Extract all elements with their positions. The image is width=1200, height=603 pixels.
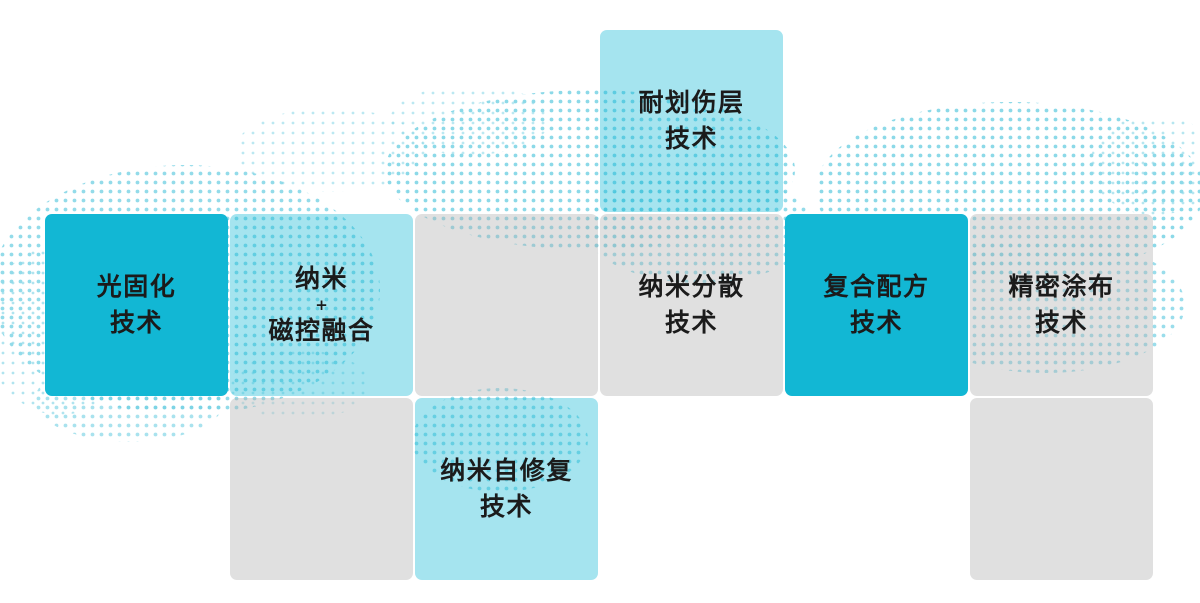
tile-label-line: 精密涂布	[1008, 271, 1115, 301]
tile-blank-bottom-right	[970, 398, 1153, 580]
tile-label-line: 纳米	[294, 263, 348, 293]
tile-blank-bottom-left	[230, 398, 413, 580]
tile-blank-middle	[415, 214, 598, 396]
tile-label-line: 纳米自修复	[440, 455, 573, 485]
tile-nano-dispersion: 纳米分散技术	[600, 214, 783, 396]
tile-nano-magnetron-fusion: 纳米 + 磁控融合	[230, 214, 413, 396]
tile-label-line: 耐划伤层	[638, 87, 745, 117]
tile-label-line: 技术	[849, 308, 903, 337]
tile-label-line: 光固化	[96, 271, 177, 301]
tile-label-line: 磁控融合	[268, 316, 375, 346]
tile-label-line: 复合配方	[823, 271, 930, 301]
tile-label-line: 技术	[1034, 308, 1088, 337]
tile-label-line: 技术	[664, 308, 718, 337]
tile-uv-curing: 光固化技术	[45, 214, 228, 396]
tile-label-line: 纳米分散	[638, 271, 745, 301]
tile-label-line: 技术	[664, 124, 718, 153]
tile-label-line: 技术	[479, 492, 533, 521]
tile-precision-coating: 精密涂布技术	[970, 214, 1153, 396]
tile-nano-self-repair: 纳米自修复技术	[415, 398, 598, 580]
tile-label-line: +	[315, 295, 328, 314]
tile-scratch-resistant-layer: 耐划伤层技术	[600, 30, 783, 212]
tile-composite-formula: 复合配方技术	[785, 214, 968, 396]
tile-label-line: 技术	[109, 308, 163, 337]
